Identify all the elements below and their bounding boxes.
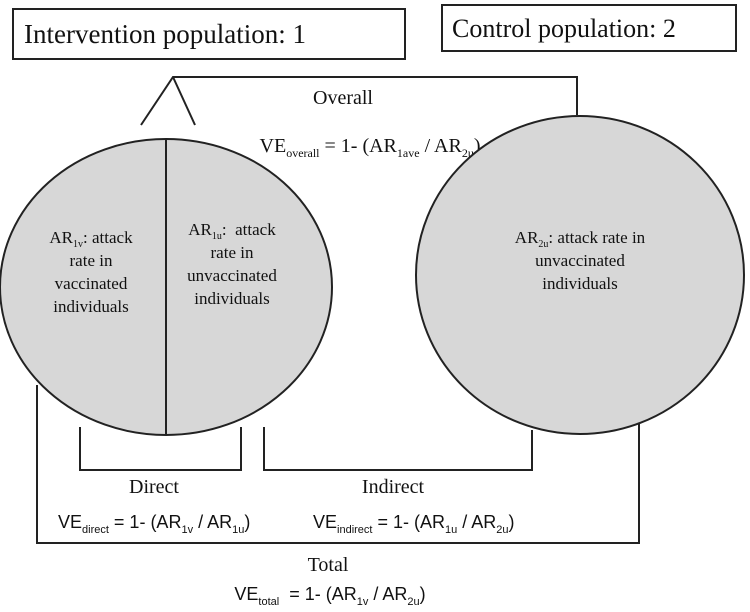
indirect-bracket (263, 427, 533, 471)
overall-bracket-branch (172, 76, 196, 126)
control-population-label: Control population: 2 (452, 14, 676, 43)
intervention-population-label: Intervention population: 1 (24, 19, 306, 49)
svg-text:unvaccinated: unvaccinated (187, 266, 277, 285)
svg-text:AR1u: attack: AR1u: attack (188, 220, 276, 242)
svg-text:individuals: individuals (53, 297, 129, 316)
direct-bracket (79, 427, 242, 471)
indirect-formula: VEindirect = 1- (AR1u / AR2u) (313, 512, 515, 536)
overall-label: Overall (313, 87, 373, 109)
overall-formula: VEoverall = 1- (AR1ave / AR2u) (260, 135, 481, 160)
control-population-box: Control population: 2 (441, 4, 737, 52)
unvaccinated-attack-rate-text-1: AR1u: attack rate in unvaccinated indivi… (187, 220, 277, 308)
intervention-population-box: Intervention population: 1 (12, 8, 406, 60)
svg-text:individuals: individuals (542, 274, 618, 293)
svg-text:vaccinated: vaccinated (55, 274, 128, 293)
total-label: Total (308, 554, 349, 576)
direct-label: Direct (129, 476, 179, 498)
vaccinated-attack-rate-text: AR1v: attack rate in vaccinated individu… (49, 228, 133, 316)
overall-bracket (140, 76, 578, 126)
control-attack-rate-text: AR2u: attack rate in unvaccinated indivi… (515, 228, 646, 293)
indirect-label: Indirect (362, 476, 425, 498)
svg-text:individuals: individuals (194, 289, 270, 308)
svg-text:rate in: rate in (211, 243, 254, 262)
svg-text:AR1v: attack: AR1v: attack (49, 228, 133, 250)
svg-text:rate in: rate in (70, 251, 113, 270)
control-population-circle (415, 115, 745, 435)
total-bracket (36, 385, 640, 544)
svg-text:AR2u: attack rate in: AR2u: attack rate in (515, 228, 646, 250)
total-formula: VEtotal = 1- (AR1v / AR2u) (234, 584, 425, 608)
svg-text:unvaccinated: unvaccinated (535, 251, 625, 270)
direct-formula: VEdirect = 1- (AR1v / AR1u) (58, 512, 250, 536)
